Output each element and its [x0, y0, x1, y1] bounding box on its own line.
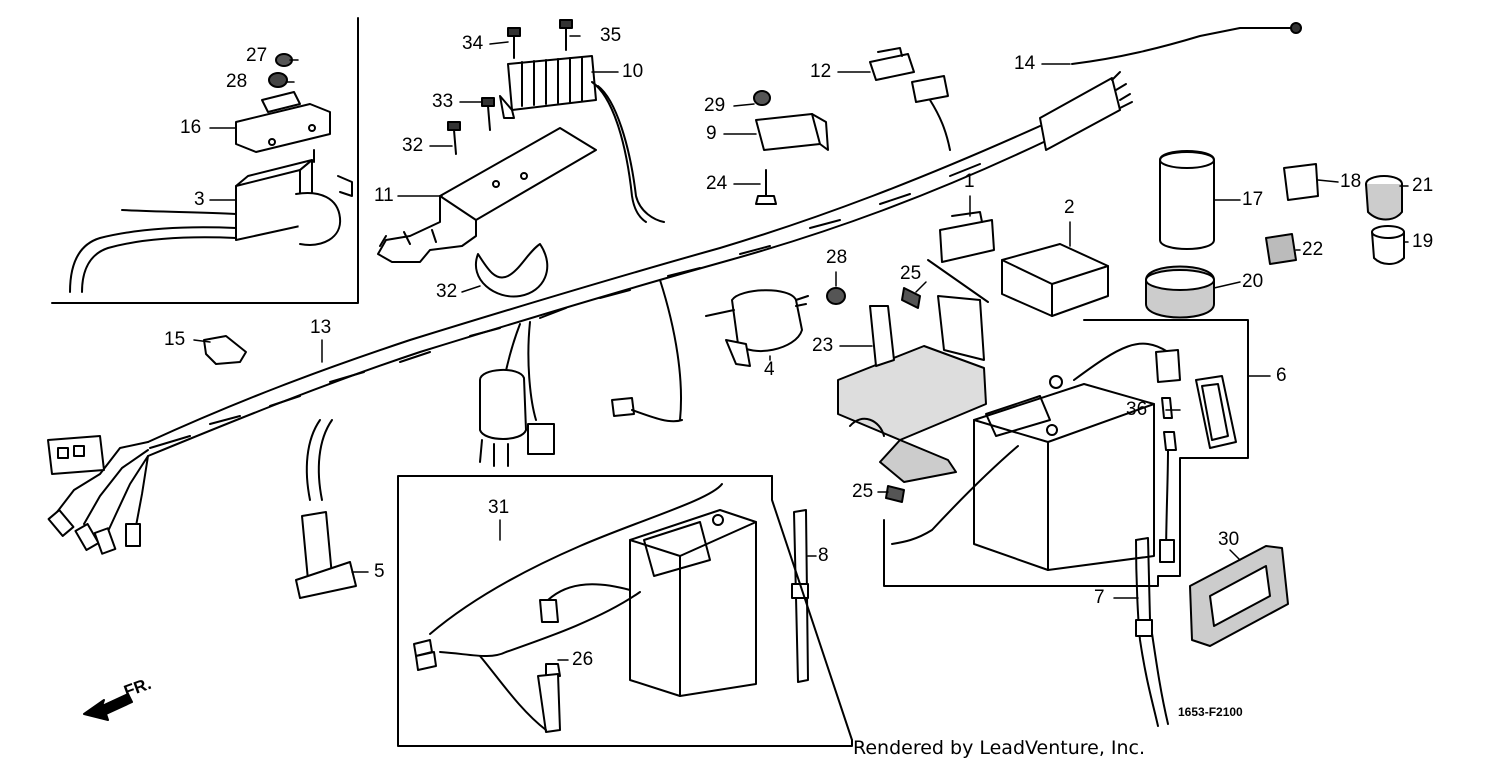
drawing-code: 1653-F2100: [1178, 705, 1243, 719]
part-24-bolt: [755, 169, 777, 205]
callout-28-top: 27: [246, 45, 268, 66]
callout-2: 2: [1064, 197, 1075, 218]
callout-29: 30: [1218, 529, 1240, 550]
callout-22: 22: [1302, 239, 1324, 260]
callout-26: 28: [826, 247, 848, 268]
part-30-band: [475, 243, 549, 298]
callout-6: 6: [1276, 365, 1287, 386]
callout-14: 14: [1014, 53, 1036, 74]
callout-23: 23: [812, 335, 834, 356]
part-8-tube: [791, 509, 809, 683]
callout-8: 8: [818, 545, 829, 566]
inset-frame-coil: [51, 17, 359, 304]
part-4-coil: [705, 289, 809, 367]
part-11-plate: [377, 127, 597, 263]
part-6-battery: [891, 342, 1181, 571]
part-13-wire-harness: [47, 71, 1133, 555]
part-36-frame: [397, 475, 853, 747]
callout-20: 20: [1242, 271, 1264, 292]
part-33-bolt: [481, 97, 495, 131]
callout-32-right: 35: [600, 25, 622, 46]
front-direction-arrow: [83, 693, 133, 721]
harness-connector-round: [479, 368, 683, 467]
callout-36: 31: [488, 497, 510, 518]
callout-15: 15: [164, 329, 186, 350]
part-23-battery-tray: [837, 295, 987, 483]
part-9-relay: [755, 113, 829, 151]
part-5-plug-cap: [295, 419, 357, 599]
part-32-bolts: [507, 19, 573, 59]
part-27-nut: [753, 90, 771, 106]
callout-7: 7: [1094, 587, 1105, 608]
part-12-connector: [869, 47, 951, 151]
part-6-vent-cover: [1195, 375, 1237, 449]
part-31-bolt: [447, 121, 461, 155]
callout-24: 24: [706, 173, 728, 194]
callout-34: 26: [572, 649, 594, 670]
part-29-strap: [1189, 545, 1289, 647]
part-18-relay: [1283, 163, 1319, 201]
callout-11: 11: [374, 185, 394, 206]
part-14-wire: [1071, 22, 1302, 65]
callout-12: 12: [810, 61, 832, 82]
part-7-tube: [1135, 537, 1169, 727]
part-22-cushion: [1265, 233, 1297, 265]
leader-lines: [193, 35, 1409, 661]
callout-13: 13: [310, 317, 332, 338]
part-26-nut: [826, 287, 846, 305]
callout-21: 21: [1412, 175, 1434, 196]
callout-32-left: 34: [462, 33, 484, 54]
part-36-battery: [413, 483, 757, 733]
callout-30: 32: [436, 281, 458, 302]
callout-9: 9: [706, 123, 717, 144]
callout-1: 1: [964, 171, 975, 192]
part-15-clip: [203, 335, 247, 365]
callout-31: 32: [402, 135, 424, 156]
part-17-can: [1159, 150, 1215, 250]
part-10-regulator: [499, 55, 665, 223]
callout-25-top: 25: [900, 263, 922, 284]
part-1-module: [939, 211, 995, 263]
part-6-battery-frame: [883, 259, 1249, 587]
callout-5: 5: [374, 561, 385, 582]
part-3-ignition-coil: [69, 149, 353, 293]
callout-10: 10: [622, 61, 644, 82]
part-19-cap: [1371, 225, 1405, 265]
callout-16: 16: [180, 117, 202, 138]
part-25-screws: [885, 287, 921, 503]
callout-27: 29: [704, 95, 726, 116]
part-21-holder: [1365, 175, 1403, 221]
callout-3: 3: [194, 189, 205, 210]
callout-17: 17: [1242, 189, 1264, 210]
callout-19: 19: [1412, 231, 1434, 252]
callout-28-bottom: 28: [226, 71, 248, 92]
render-credit: Rendered by LeadVenture, Inc.: [853, 737, 1146, 759]
part-16-bracket: [235, 91, 331, 153]
callout-33: 33: [432, 91, 454, 112]
callout-35: 36: [1126, 399, 1148, 420]
part-20-band: [1145, 265, 1215, 319]
part-2-box: [1001, 243, 1109, 317]
callout-25-bottom: 25: [852, 481, 874, 502]
part-28-nuts: [268, 53, 293, 88]
callout-18: 18: [1340, 171, 1362, 192]
callout-4: 4: [764, 359, 775, 380]
part-35-connector: [1159, 397, 1177, 563]
